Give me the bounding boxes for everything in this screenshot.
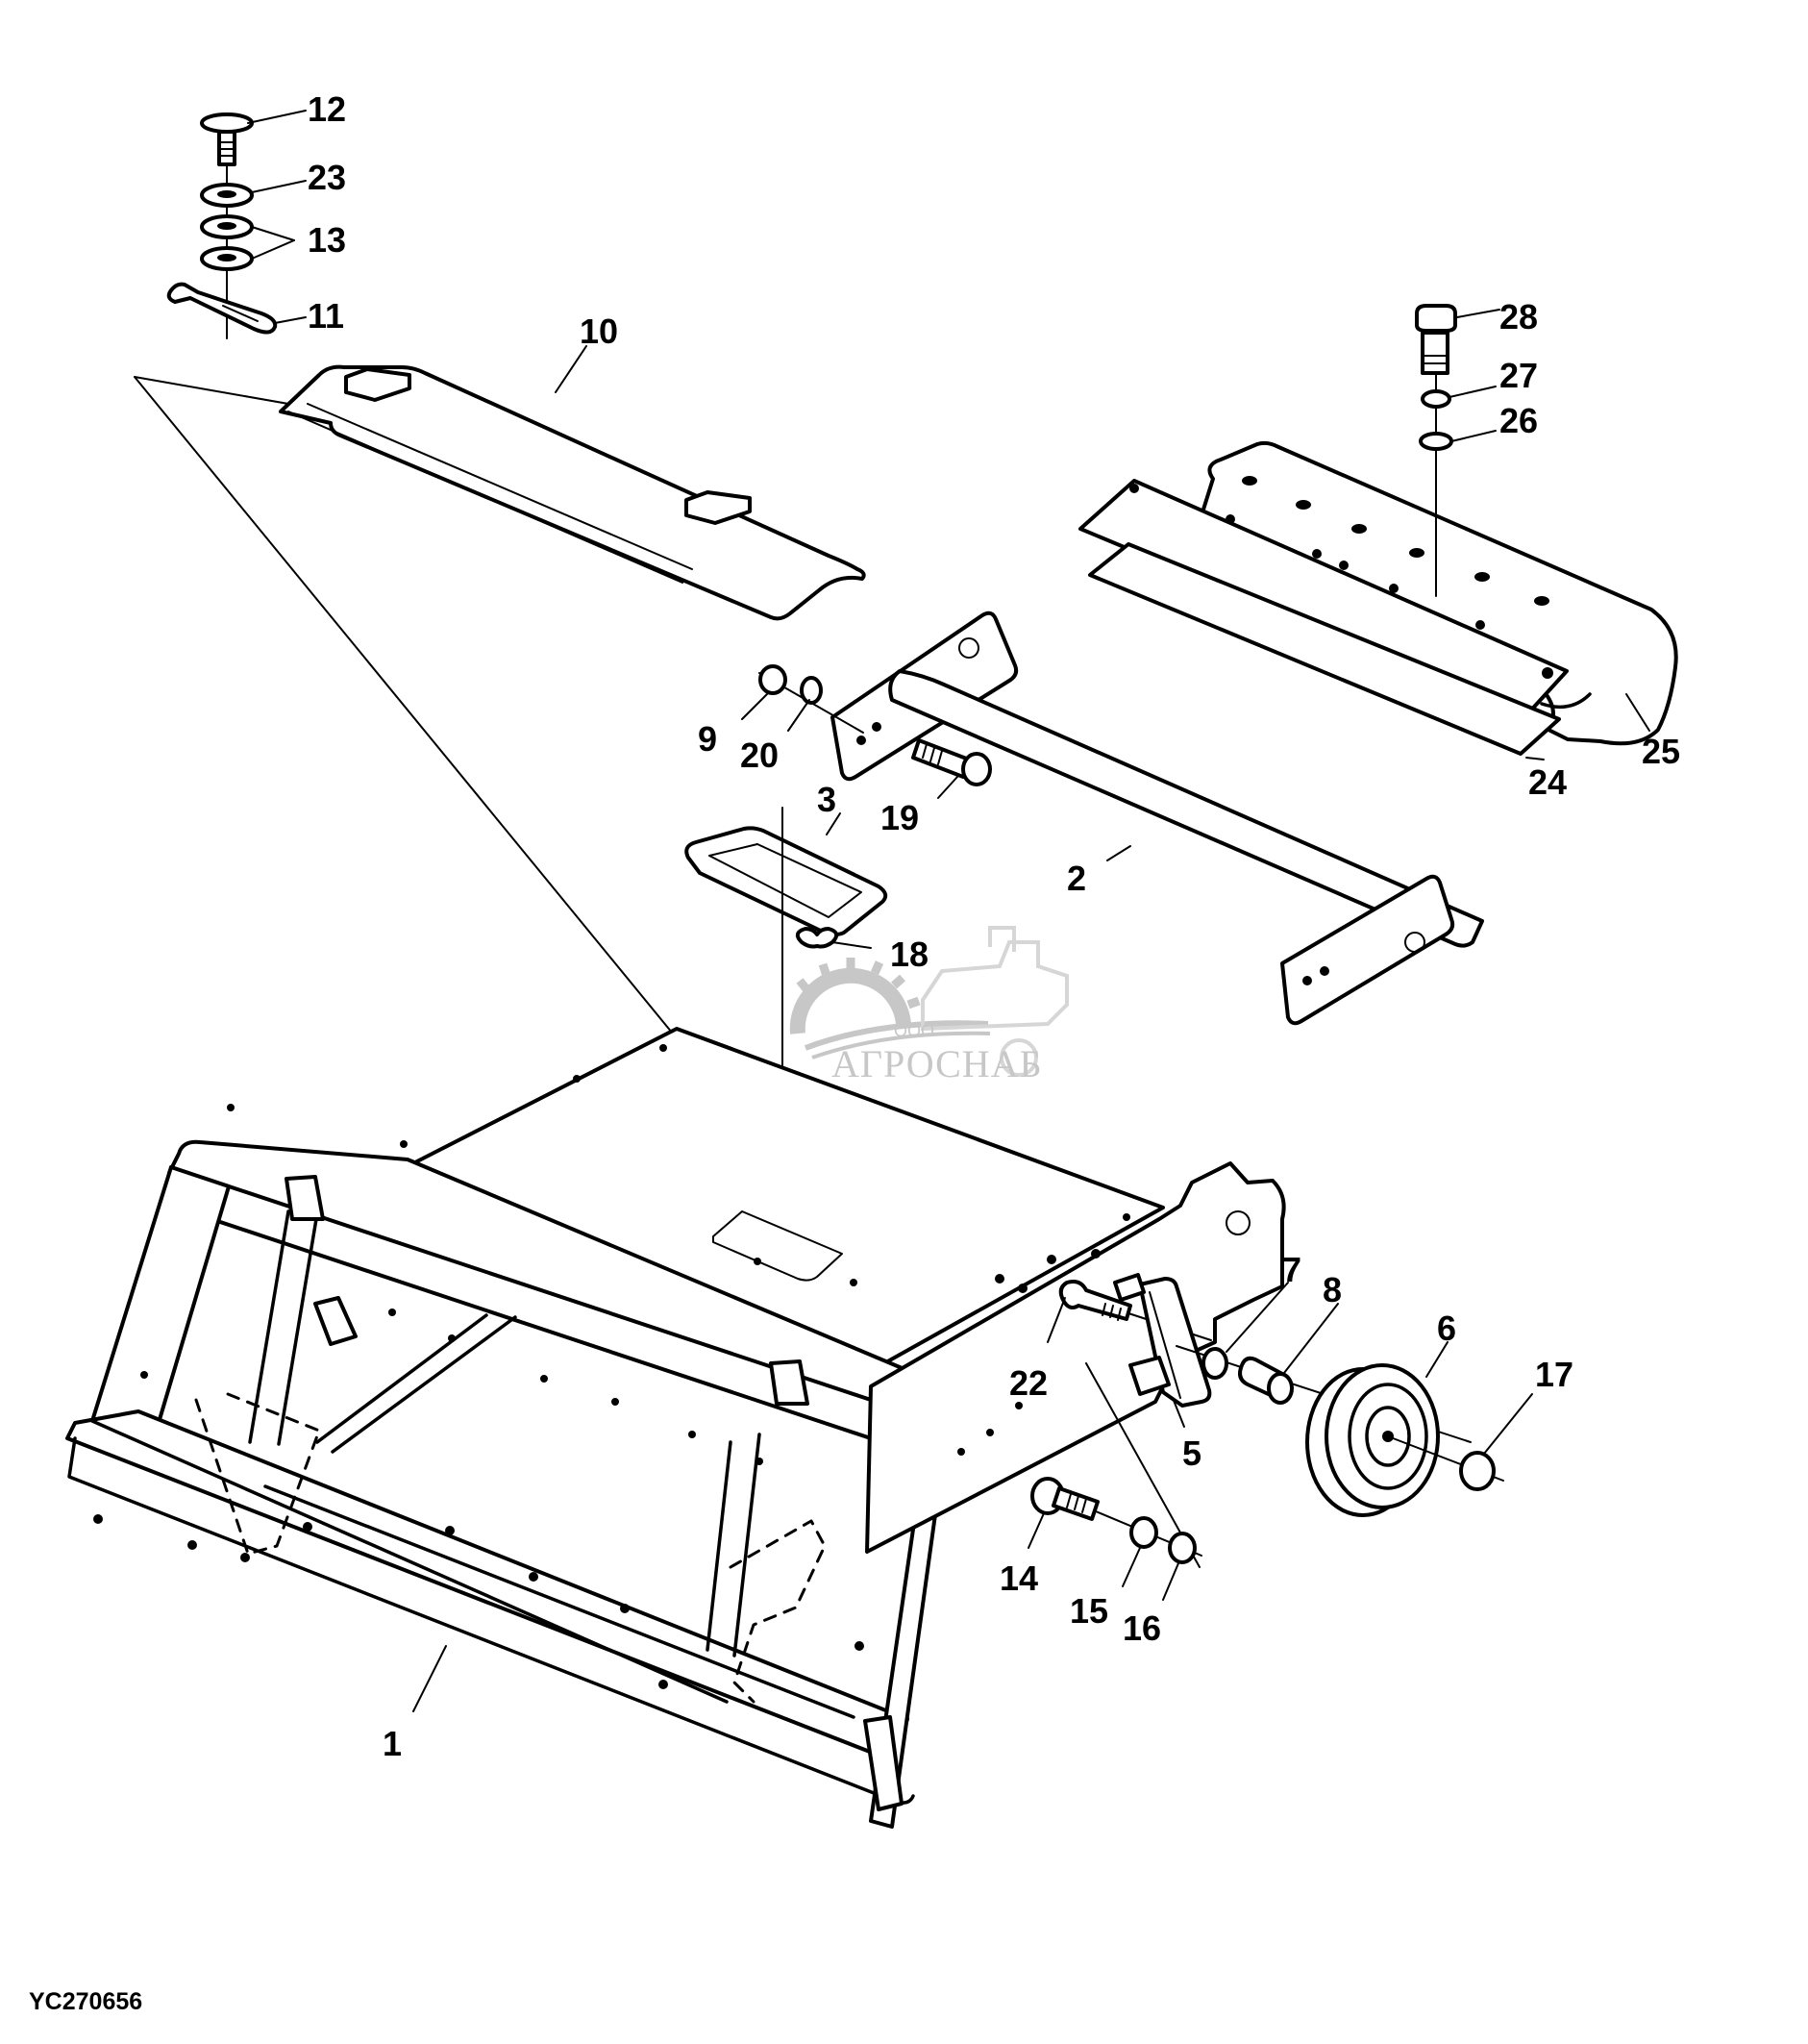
- callout-19: 19: [880, 798, 919, 837]
- callout-18: 18: [890, 935, 929, 974]
- nut-9-icon: [758, 664, 787, 695]
- main-housing: [65, 1027, 1286, 1829]
- callout-6: 6: [1437, 1309, 1456, 1348]
- figure-code: YC270656: [29, 1988, 142, 2015]
- callout-7: 7: [1282, 1250, 1301, 1289]
- callout-22: 22: [1009, 1363, 1048, 1403]
- callout-15: 15: [1070, 1591, 1108, 1631]
- callout-26: 26: [1499, 401, 1538, 440]
- knob-screw-icon: [200, 112, 254, 166]
- latch-plate-icon: [166, 282, 278, 335]
- clip-icon: [684, 490, 752, 525]
- rivet-dots: [93, 1044, 1130, 1689]
- mounting-holes: [1242, 476, 1549, 606]
- washer-13b-icon: [200, 246, 254, 271]
- deflector-plate: [1078, 479, 1569, 756]
- callout-13: 13: [308, 220, 346, 260]
- callout-27: 27: [1499, 356, 1538, 395]
- washer-20-icon: [800, 676, 823, 705]
- gear-logo-icon: [789, 958, 991, 1059]
- reference-line: [134, 376, 678, 1039]
- callout-14: 14: [1000, 1558, 1038, 1598]
- cap-screw-icon: [1415, 304, 1457, 375]
- combine-harvester-icon: [921, 926, 1069, 1077]
- lock-nut-17-icon: [1459, 1451, 1496, 1491]
- callout-10: 10: [580, 312, 618, 351]
- reference-line: [134, 376, 289, 405]
- leader-lines: [247, 110, 1650, 1712]
- washer-13a-icon: [200, 214, 254, 239]
- top-cover-panel: [279, 364, 866, 621]
- callout-28: 28: [1499, 297, 1538, 337]
- callout-5: 5: [1182, 1433, 1201, 1473]
- callout-9: 9: [698, 719, 717, 759]
- callout-1: 1: [383, 1724, 402, 1763]
- callout-24: 24: [1528, 762, 1567, 802]
- rectangular-gasket: [684, 826, 888, 936]
- bolt-14-icon: [1030, 1477, 1100, 1521]
- callout-17: 17: [1535, 1355, 1573, 1394]
- spacer-8-icon: [1238, 1356, 1294, 1405]
- callout-11: 11: [308, 296, 344, 336]
- bolt-19-icon: [911, 738, 992, 786]
- callout-labels: 12 23 13 11 10 28 27 26 9 20 19 3 2 18 2…: [308, 89, 1680, 1763]
- washer-15-icon: [1129, 1516, 1158, 1549]
- watermark: ООО АГРОСНАБ: [789, 926, 1069, 1085]
- callout-20: 20: [740, 735, 779, 775]
- callout-2: 2: [1067, 859, 1086, 898]
- washer-7-icon: [1201, 1347, 1228, 1380]
- support-bracket: [830, 611, 1484, 1026]
- washer-23-icon: [200, 183, 254, 208]
- washer-26-icon: [1419, 432, 1453, 451]
- callout-8: 8: [1323, 1270, 1342, 1309]
- nut-16-icon: [1168, 1532, 1197, 1564]
- callout-12: 12: [308, 89, 346, 129]
- carriage-bolt-icon: [1058, 1280, 1132, 1321]
- clip-icon: [344, 367, 411, 402]
- wing-nut-icon: [795, 927, 839, 949]
- callout-16: 16: [1123, 1608, 1161, 1648]
- callout-3: 3: [817, 780, 836, 819]
- lock-washer-icon: [1421, 389, 1451, 409]
- wheel-bracket: [1113, 1273, 1212, 1408]
- watermark-prefix: ООО: [894, 1021, 934, 1040]
- wheel-icon: [1305, 1363, 1440, 1517]
- callout-25: 25: [1642, 732, 1680, 771]
- fastener-stack-top-left: [166, 112, 278, 339]
- watermark-name: АГРОСНАБ: [831, 1042, 1043, 1085]
- callout-23: 23: [308, 158, 346, 197]
